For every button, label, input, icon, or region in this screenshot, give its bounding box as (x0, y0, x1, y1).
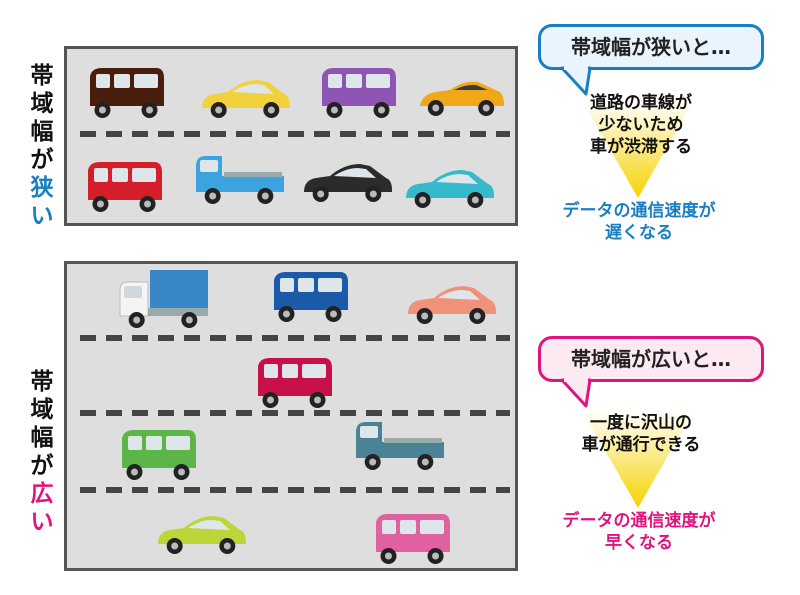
narrow-explanation: 道路の車線が 少ないため 車が渋滞する (526, 92, 756, 158)
narrow-result-line: データの通信速度が (562, 201, 716, 221)
van-vehicle (82, 160, 166, 216)
wide-down-arrow (582, 410, 694, 508)
van-vehicle (316, 66, 400, 122)
label-char: 帯 (30, 369, 54, 395)
wide-result-line: データの通信速度が (562, 511, 716, 531)
narrow-explain-line: 少ないため (598, 115, 684, 135)
sedan-vehicle (300, 160, 394, 206)
wide-callout: 帯域幅が広いと… (538, 336, 764, 382)
wide-explanation: 一度に沢山の 車が通行できる (526, 412, 756, 456)
boxtruck-vehicle (116, 268, 210, 332)
sedan-vehicle (404, 282, 498, 328)
sedan-vehicle (154, 512, 248, 558)
narrow-lane-divider (80, 131, 510, 137)
wide-callout-title: 帯域幅が広いと… (571, 347, 731, 371)
label-char: 域 (30, 397, 54, 423)
van-vehicle (84, 66, 168, 122)
narrow-explain-line: 車が渋滞する (590, 137, 692, 157)
narrow-vertical-label: 帯 域 幅 が 狭 い (24, 62, 60, 230)
label-char: が (30, 147, 54, 173)
wide-explain-line: 車が通行できる (581, 435, 701, 455)
label-char: 域 (30, 91, 54, 117)
wide-lane-divider (80, 335, 510, 341)
narrow-callout-tail (560, 66, 592, 96)
van-vehicle (268, 270, 352, 326)
wide-result: データの通信速度が 早くなる (524, 510, 754, 554)
sedan-vehicle (198, 76, 292, 122)
label-char: 幅 (30, 119, 54, 145)
label-char: が (30, 453, 54, 479)
narrow-result-line: 遅くなる (605, 223, 673, 243)
label-char: 広 (30, 481, 54, 507)
narrow-explain-line: 道路の車線が (590, 93, 692, 113)
wide-vertical-label: 帯 域 幅 が 広 い (24, 368, 60, 536)
label-char: 幅 (30, 425, 54, 451)
sports-vehicle (416, 78, 506, 120)
wide-lane-divider (80, 410, 510, 416)
wide-callout-tail (560, 378, 592, 408)
van-vehicle (252, 356, 336, 412)
narrow-callout-title: 帯域幅が狭いと… (571, 35, 731, 59)
van-vehicle (370, 512, 454, 568)
sedan-vehicle (402, 166, 496, 212)
wide-lane-divider (80, 487, 510, 493)
label-char: 帯 (30, 63, 54, 89)
truck-vehicle (192, 152, 286, 208)
van-vehicle (116, 428, 200, 484)
narrow-down-arrow (582, 100, 694, 198)
label-char: い (30, 203, 54, 229)
label-char: い (30, 509, 54, 535)
truck-vehicle (352, 418, 446, 474)
narrow-result: データの通信速度が 遅くなる (524, 200, 754, 244)
wide-explain-line: 一度に沢山の (590, 413, 692, 433)
wide-result-line: 早くなる (605, 533, 673, 553)
narrow-callout: 帯域幅が狭いと… (538, 24, 764, 70)
label-char: 狭 (30, 175, 54, 201)
